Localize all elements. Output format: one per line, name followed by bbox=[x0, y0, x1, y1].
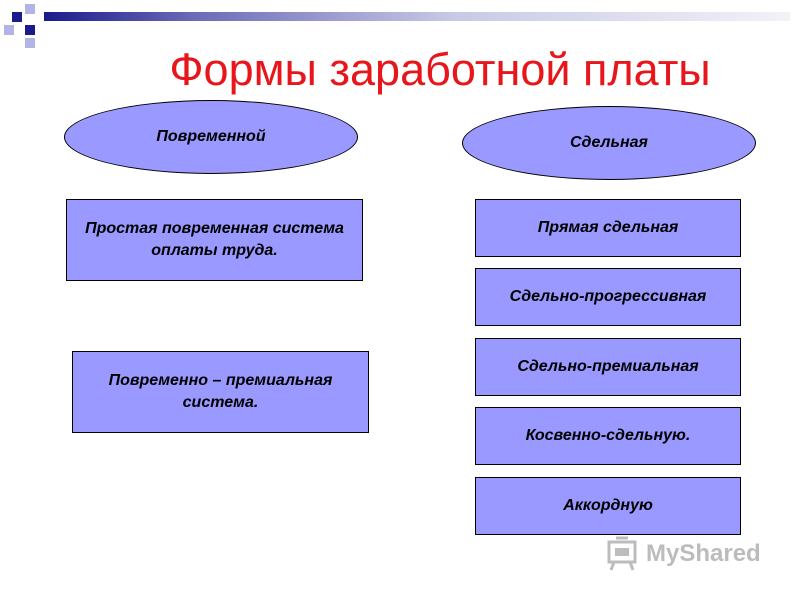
myshared-logo-icon bbox=[607, 536, 637, 571]
item-piece-progressive: Сдельно-прогрессивная bbox=[475, 268, 741, 326]
decor-square bbox=[25, 38, 35, 48]
category-piece-rate: Сдельная bbox=[462, 106, 756, 180]
header-gradient-bar bbox=[44, 12, 790, 21]
decor-square bbox=[4, 25, 14, 35]
decor-square bbox=[25, 25, 35, 35]
item-indirect-piece: Косвенно-сдельную. bbox=[475, 407, 741, 465]
item-time-bonus-system: Повременно – премиальная система. bbox=[72, 351, 369, 433]
item-piece-bonus: Сдельно-премиальная bbox=[475, 338, 741, 396]
item-direct-piece: Прямая сдельная bbox=[475, 199, 741, 257]
category-time-based: Повременной bbox=[64, 100, 358, 174]
decor-square bbox=[12, 12, 22, 22]
watermark: MyShared bbox=[606, 536, 761, 572]
slide-title: Формы заработной платы bbox=[169, 44, 711, 95]
item-chord: Аккордную bbox=[475, 477, 741, 535]
decor-square bbox=[25, 4, 35, 14]
watermark-text: MyShared bbox=[646, 540, 761, 567]
item-simple-time-system: Простая повременная система оплаты труда… bbox=[66, 199, 363, 281]
